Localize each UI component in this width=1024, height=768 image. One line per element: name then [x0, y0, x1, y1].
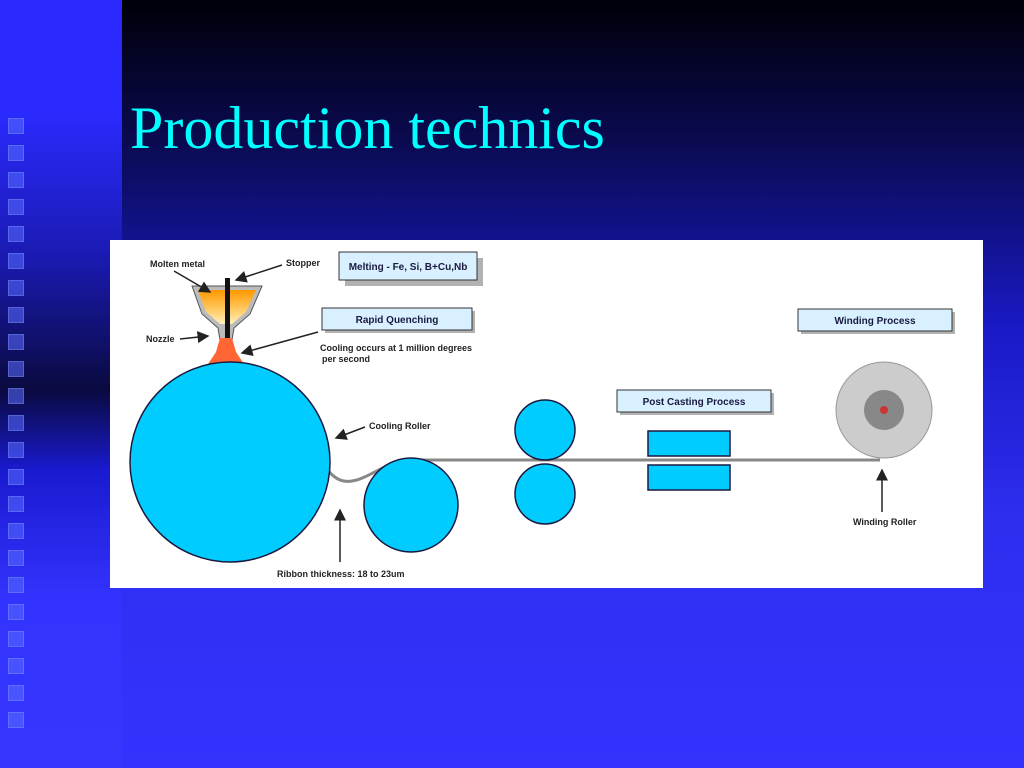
winding-roller: [835, 361, 933, 459]
winding-process-box: Winding Process: [797, 308, 955, 334]
post-casting-label: Post Casting Process: [643, 397, 746, 408]
post-casting-plate-top: [647, 430, 731, 457]
decorative-squares: [8, 118, 26, 739]
post-casting-plate-bottom: [647, 464, 731, 491]
post-casting-box: Post Casting Process: [616, 389, 774, 415]
lower-roller: [363, 457, 459, 553]
rapid-quenching-box: Rapid Quenching: [321, 307, 475, 333]
molten-metal-label: Molten metal: [150, 259, 205, 269]
nozzle-label: Nozzle: [146, 334, 175, 344]
process-diagram: Molten metal Stopper Nozzle Cooling occu…: [129, 251, 955, 579]
pointer-arrows: [173, 264, 888, 562]
winding-process-label: Winding Process: [834, 316, 915, 327]
melting-box: Melting - Fe, Si, B+Cu,Nb: [338, 251, 483, 286]
cooling-rate-line2: per second: [322, 354, 370, 364]
left-decorative-strip: [0, 0, 122, 768]
slide-title: Production technics: [130, 95, 605, 161]
cooling-roller-label: Cooling Roller: [369, 421, 431, 431]
rapid-quenching-label: Rapid Quenching: [356, 315, 439, 326]
melting-box-label: Melting - Fe, Si, B+Cu,Nb: [349, 262, 468, 273]
cooling-roller: [129, 361, 331, 563]
diagram-panel: Molten metal Stopper Nozzle Cooling occu…: [110, 240, 983, 588]
cooling-rate-line1: Cooling occurs at 1 million degrees: [320, 343, 472, 353]
crucible: [191, 278, 263, 364]
molten-stream: [208, 338, 244, 364]
pinch-roller-bottom: [514, 463, 576, 525]
stopper-label: Stopper: [286, 258, 320, 268]
ribbon-thickness-label: Ribbon thickness: 18 to 23um: [277, 569, 405, 579]
pinch-roller-top: [514, 399, 576, 461]
winding-roller-label: Winding Roller: [853, 517, 917, 527]
